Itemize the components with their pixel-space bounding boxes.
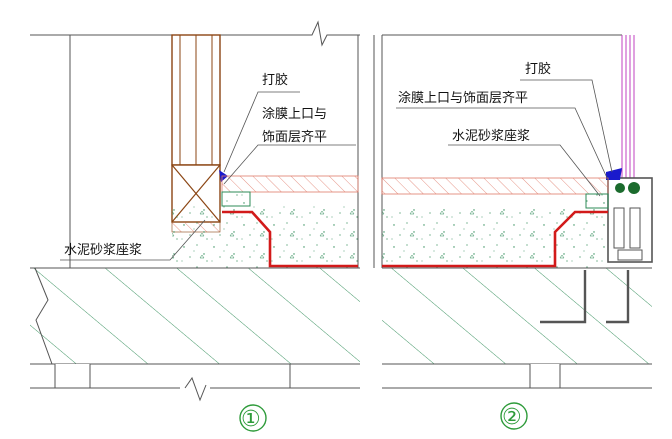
sealant-bead-2 (606, 168, 622, 180)
break-line-top (30, 20, 360, 47)
glass-frame (607, 35, 653, 263)
detail-number-2-circle (500, 402, 528, 430)
detail-2: 打胶 涂膜上口与饰面层齐平 水泥砂浆座浆 ② (373, 34, 653, 430)
wood-door-frame (171, 34, 221, 223)
waterproof-membrane-2 (382, 210, 608, 268)
label-coating-2: 涂膜上口与饰面层齐平 (398, 90, 528, 106)
label-coating-line2: 饰面层齐平 (262, 129, 327, 145)
detail-number-1-circle (239, 404, 267, 432)
label-mortar-2: 水泥砂浆座浆 (452, 129, 530, 144)
concrete-slab (30, 268, 360, 364)
label-coating-line1: 涂膜上口与 (262, 106, 327, 122)
detail-number-1: ① (241, 407, 261, 432)
label-mortar: 水泥砂浆座浆 (64, 243, 142, 258)
tile-layer-2 (381, 177, 609, 195)
tile-layer (221, 175, 359, 193)
label-sealant-2: 打胶 (525, 61, 551, 77)
detail-number-2: ② (502, 405, 522, 430)
concrete-slab-2 (382, 268, 652, 364)
mortar-screed (172, 206, 358, 268)
mortar-screed-2 (382, 208, 608, 268)
waterproof-membrane (222, 210, 358, 268)
detail-1: 打胶 涂膜上口与 饰面层齐平 水泥砂浆座浆 ① (30, 20, 360, 432)
label-sealant: 打胶 (262, 72, 288, 88)
